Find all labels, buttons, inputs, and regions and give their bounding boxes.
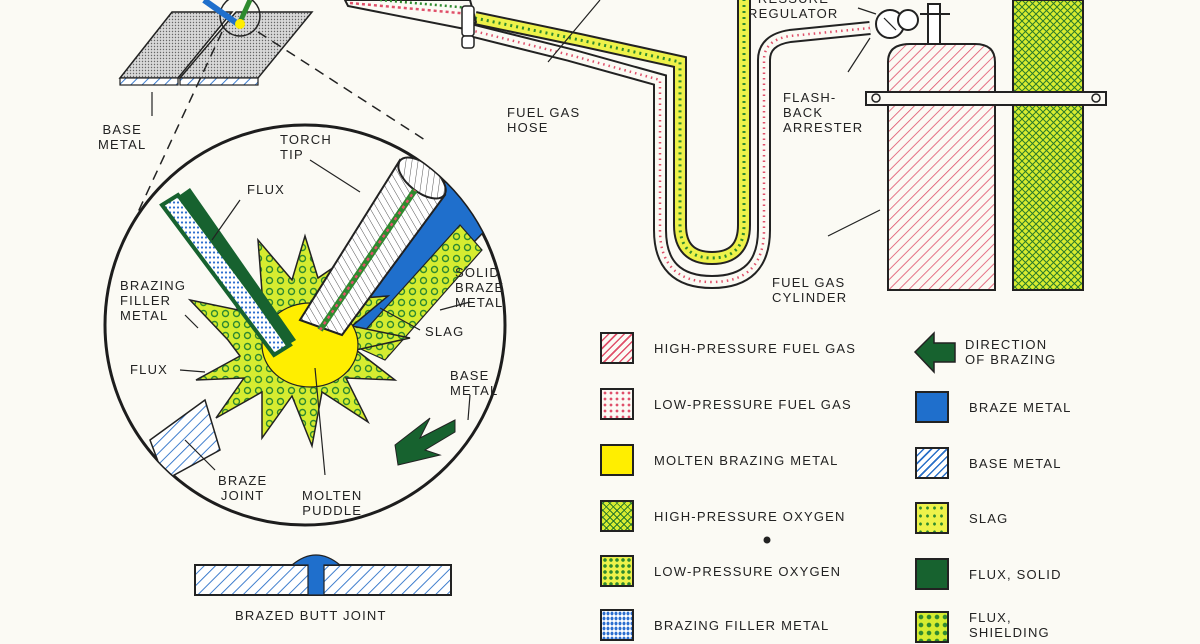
cylinder-strap bbox=[865, 91, 1107, 106]
legend-label: MOLTEN BRAZING METAL bbox=[654, 452, 839, 468]
label-flashback-arrester: FLASH- BACK ARRESTER bbox=[783, 90, 864, 135]
label-base-metal-circle: BASE METAL bbox=[450, 368, 499, 398]
label-pressure-regulator: PRESSURE REGULATOR bbox=[748, 0, 839, 21]
label-slag: SLAG bbox=[425, 324, 465, 339]
legend-label: BASE METAL bbox=[969, 455, 1062, 471]
legend-swatch-molten bbox=[600, 444, 634, 476]
legend-label: LOW-PRESSURE FUEL GAS bbox=[654, 396, 852, 412]
label-fuel-gas-hose: FUEL GAS HOSE bbox=[507, 105, 581, 135]
legend-swatch-slag bbox=[915, 502, 949, 534]
label-fuel-gas-cylinder: FUEL GAS CYLINDER bbox=[772, 275, 848, 305]
arrester-leader bbox=[847, 37, 871, 73]
legend-swatch-flux-solid bbox=[915, 558, 949, 590]
legend-label: LOW-PRESSURE OXYGEN bbox=[654, 563, 842, 579]
legend-swatch-flux-shielding bbox=[915, 611, 949, 643]
legend-label: BRAZING FILLER METAL bbox=[654, 617, 830, 633]
legend-swatch-braze-metal bbox=[915, 391, 949, 423]
legend-item-direction: DIRECTION OF BRAZING bbox=[965, 336, 1056, 368]
fuel-gas-hose bbox=[468, 21, 871, 290]
legend-label: HIGH-PRESSURE FUEL GAS bbox=[654, 340, 857, 356]
ink-dot bbox=[763, 536, 771, 544]
legend-item-lp-oxygen: LOW-PRESSURE OXYGEN bbox=[600, 554, 841, 588]
hose-leader bbox=[547, 0, 601, 63]
label-braze-joint: BRAZE JOINT bbox=[218, 473, 268, 503]
label-solid-braze-metal: SOLID BRAZE METAL bbox=[455, 265, 505, 310]
legend-swatch-base-metal bbox=[915, 447, 949, 479]
legend-label: HIGH-PRESSURE OXYGEN bbox=[654, 508, 846, 524]
legend-label: FLUX, SHIELDING bbox=[969, 610, 1050, 640]
torch-handle bbox=[343, 0, 478, 49]
legend-swatch-lp-oxygen bbox=[600, 555, 634, 587]
base-metal-plates bbox=[118, 0, 314, 86]
legend-item-slag: SLAG bbox=[915, 501, 1008, 535]
legend-swatch-hp-fuel bbox=[600, 332, 634, 364]
legend-swatch-filler bbox=[600, 609, 634, 641]
legend-item-flux-solid: FLUX, SOLID bbox=[915, 557, 1062, 591]
legend-item-molten: MOLTEN BRAZING METAL bbox=[600, 443, 839, 477]
legend-swatch-hp-oxygen bbox=[600, 500, 634, 532]
legend-item-hp-fuel: HIGH-PRESSURE FUEL GAS bbox=[600, 331, 856, 365]
label-brazing-filler-metal: BRAZING FILLER METAL bbox=[120, 278, 187, 323]
oxygen-hose bbox=[473, 0, 751, 266]
legend-label: BRAZE METAL bbox=[969, 399, 1072, 415]
legend-label: SLAG bbox=[969, 510, 1009, 526]
label-base-metal-top: BASE METAL bbox=[98, 122, 147, 152]
cylinder-leader bbox=[827, 209, 881, 237]
label-flux-left: FLUX bbox=[130, 362, 169, 377]
legend-item-lp-fuel: LOW-PRESSURE FUEL GAS bbox=[600, 387, 852, 421]
label-flux-top: FLUX bbox=[247, 182, 286, 197]
legend-item-flux-shielding: FLUX, SHIELDING bbox=[915, 610, 1050, 644]
brazed-butt-joint-figure bbox=[194, 554, 452, 596]
label-molten-puddle: MOLTEN PUDDLE bbox=[302, 488, 363, 518]
legend-swatch-lp-fuel bbox=[600, 388, 634, 420]
legend-item-base-metal: BASE METAL bbox=[915, 446, 1062, 480]
oxygen-cylinder bbox=[1012, 0, 1084, 291]
legend-item-hp-oxygen: HIGH-PRESSURE OXYGEN bbox=[600, 499, 846, 533]
brazing-diagram bbox=[103, 0, 1107, 596]
legend-item-filler: BRAZING FILLER METAL bbox=[600, 608, 829, 642]
direction-arrow-icon bbox=[913, 331, 956, 374]
zoom-leaders bbox=[179, 159, 471, 476]
legend-item-braze-metal: BRAZE METAL bbox=[915, 390, 1072, 424]
zoom-line-left bbox=[131, 31, 223, 226]
pressure-regulator bbox=[857, 3, 950, 45]
label-torch-tip: TORCH TIP bbox=[280, 132, 332, 162]
legend-label: FLUX, SOLID bbox=[969, 566, 1062, 582]
legend-label: DIRECTION OF BRAZING bbox=[965, 337, 1057, 367]
label-brazed-butt-joint: BRAZED BUTT JOINT bbox=[235, 608, 387, 623]
fuel-gas-cylinder bbox=[887, 43, 996, 291]
